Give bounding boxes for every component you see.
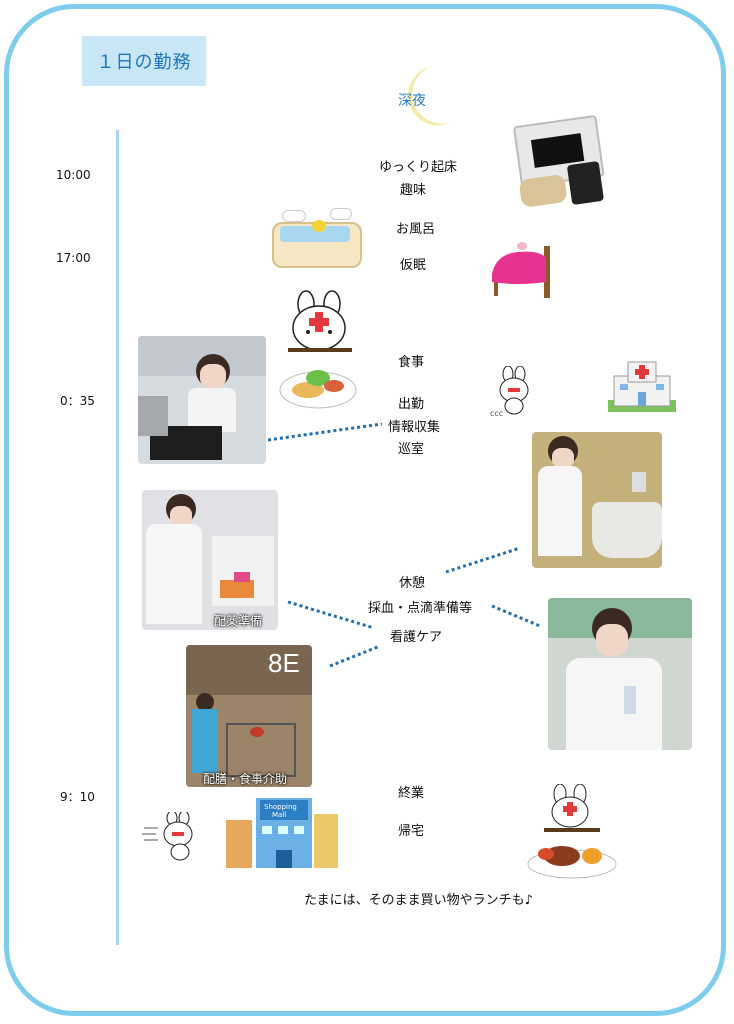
svg-text:Mall: Mall [272, 811, 286, 819]
rabbit-lunch-icon [527, 784, 617, 879]
footer-note: たまには、そのまま買い物やランチも♪ [304, 893, 533, 908]
activity-wake: ゆっくり起床 [379, 160, 458, 175]
shopping-mall-icon: Shopping Mall [226, 798, 338, 868]
activity-nap: 仮眠 [400, 258, 427, 273]
photo-nurse-computer [138, 336, 266, 464]
timeline-line [116, 130, 119, 945]
caption-med-prep: 配薬準備 [214, 614, 263, 628]
photo-meal-delivery [186, 645, 312, 787]
activity-home: 帰宅 [398, 824, 425, 839]
svg-text:ccc: ccc [490, 409, 503, 418]
activity-commute: 出勤 [398, 397, 425, 412]
activity-meal: 食事 [398, 355, 425, 370]
rabbit-mascot-icon [288, 290, 352, 352]
activity-care: 看護ケア [390, 630, 443, 645]
activity-rounds: 巡室 [398, 442, 425, 457]
moon-label: 深夜 [398, 93, 426, 109]
page-frame [4, 4, 726, 1016]
connector-care-photo [329, 644, 381, 668]
svg-text:Shopping: Shopping [264, 803, 297, 811]
time-label-3: 0：35 [60, 394, 95, 408]
activity-hobby: 趣味 [400, 183, 427, 198]
activity-prep: 採血・点滴準備等 [368, 601, 473, 616]
rabbit-running-icon [142, 812, 193, 861]
bed-icon [492, 242, 550, 298]
connector-prep-photo [491, 604, 541, 628]
photo-handwashing [532, 432, 662, 568]
activity-break: 休憩 [399, 576, 426, 591]
activity-end: 終業 [398, 786, 425, 801]
bathtub-icon [272, 208, 362, 268]
photo-medicine-prep [142, 490, 278, 630]
food-plate-icon [279, 370, 357, 409]
caption-meal-help: 配膳・食事介助 [203, 772, 288, 786]
connector-info-photo [267, 422, 383, 442]
rabbit-walking-icon: ccc [490, 366, 529, 418]
time-label-2: 17:00 [56, 251, 91, 265]
connector-break-photo [445, 546, 521, 574]
photo-nurse-preparation [548, 598, 692, 750]
time-label-1: 10:00 [56, 168, 91, 182]
activity-info: 情報収集 [388, 420, 441, 435]
ward-sign-8e: 8E [268, 648, 300, 678]
hospital-icon [608, 361, 676, 412]
time-label-4: 9：10 [60, 790, 95, 804]
page-title: １日の勤務 [82, 36, 206, 86]
connector-medprep-photo [287, 600, 375, 630]
activity-bath: お風呂 [396, 222, 436, 237]
